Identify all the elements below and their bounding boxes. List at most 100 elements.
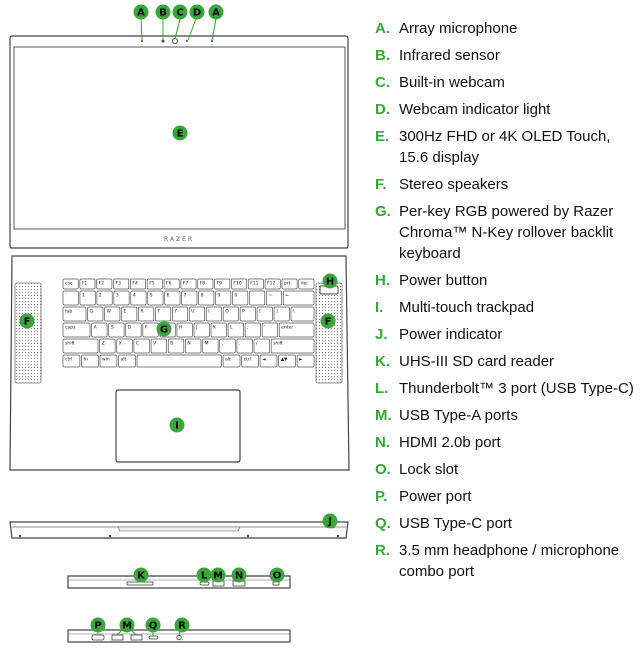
lock-slot[interactable] [272,581,280,586]
keyboard-key[interactable]: F8 [197,278,214,290]
keyboard-key[interactable]: Z [99,338,116,354]
keyboard-key[interactable]: 6 [164,290,181,306]
keyboard-key[interactable]: ← [282,290,315,306]
sd-card-reader[interactable] [126,581,154,586]
keyboard-key[interactable]: fn [81,354,99,368]
keyboard-key[interactable]: V [150,338,167,354]
power-port[interactable] [91,634,105,641]
keyboard-key-label: enter [281,325,293,331]
keyboard-key[interactable]: shift [270,338,315,354]
keyboard-key[interactable]: M [202,338,219,354]
keyboard-key[interactable]: 5 [147,290,164,306]
keyboard-key[interactable]: B [167,338,185,354]
keyboard-key[interactable]: 2 [96,290,113,306]
keyboard-key[interactable]: F4 [130,278,146,290]
keyboard-key[interactable]: E [121,306,138,322]
keyboard-key-label: O [225,309,229,315]
keyboard-key[interactable]: [ [256,306,273,322]
keyboard-key-label: ◄ [262,358,266,363]
keyboard-key[interactable]: H [176,322,193,338]
keyboard-key[interactable]: / [253,338,270,354]
keyboard-key[interactable]: F1 [79,278,96,290]
keyboard-key[interactable]: . [236,338,253,354]
keyboard-key[interactable]: F2 [96,278,113,290]
legend-letter: H. [375,272,390,289]
keyboard-key[interactable]: del [298,278,315,290]
keyboard-key[interactable]: win [99,354,118,368]
keyboard-key[interactable]: tab [62,306,87,322]
keyboard-key[interactable]: F6 [163,278,180,290]
keyboard-key[interactable]: K [210,322,227,338]
keyboard-key[interactable]: F11 [247,278,264,290]
keyboard-key[interactable]: - [249,290,266,306]
keyboard-key-label: F2 [99,281,105,287]
keyboard-key-label: S [111,325,114,331]
keyboard-key[interactable]: alt [222,354,241,368]
keyboard-key[interactable]: X [116,338,133,354]
keyboard-key[interactable]: 8 [198,290,215,306]
callout-d: D [189,4,205,20]
keyboard-key[interactable]: T [155,306,172,322]
keyboard-key[interactable]: 7 [181,290,198,306]
keyboard-key[interactable]: , [219,338,236,354]
keyboard-key[interactable]: F12 [264,278,281,290]
callout-letter: N [235,571,243,582]
keyboard-key[interactable]: N [185,338,202,354]
keyboard-key-label: ▲▼ [281,358,288,363]
keyboard-key[interactable]: shift [62,338,99,354]
keyboard-key[interactable]: F [142,322,159,338]
keyboard-key[interactable]: 9 [215,290,232,306]
keyboard-key[interactable]: esc [62,278,79,290]
usb-a-port-right-2[interactable] [130,634,143,641]
keyboard-key[interactable]: alt [118,354,136,368]
keyboard-key[interactable]: enter [278,322,315,338]
keyboard-key[interactable]: 3 [113,290,130,306]
keyboard-key[interactable]: S [108,322,125,338]
keyboard-key[interactable]: 1 [79,290,96,306]
keyboard-key[interactable]: ◄ [259,354,278,368]
keyboard-key[interactable]: = [266,290,283,306]
keyboard-key[interactable]: \ [290,306,315,322]
keyboard-key[interactable]: U [188,306,205,322]
keyboard-key[interactable]: prt [281,278,298,290]
keyboard-key[interactable]: Y [172,306,189,322]
keyboard-key[interactable]: R [138,306,155,322]
keyboard-key[interactable]: 4 [130,290,147,306]
keyboard-key[interactable]: C [133,338,150,354]
keyboard-key[interactable]: W [104,306,121,322]
keyboard-key[interactable]: ' [261,322,278,338]
keyboard-key[interactable]: ` [62,290,79,306]
keyboard-key[interactable]: F3 [113,278,130,290]
callout-letter: P [94,621,101,632]
keyboard-key-label: prt [284,281,291,287]
keyboard-key[interactable]: ▲▼ [278,354,296,368]
audio-jack[interactable] [176,634,182,641]
keyboard-key[interactable]: 0 [232,290,249,306]
keyboard-key[interactable]: ► [296,354,315,368]
keyboard-key[interactable]: F7 [180,278,197,290]
keyboard-key[interactable]: P [239,306,256,322]
legend-item: D.Webcam indicator light [375,99,637,120]
keyboard-key[interactable]: F10 [231,278,247,290]
keyboard-key[interactable]: D [125,322,142,338]
usb-a-port-right-1[interactable] [111,634,124,641]
keyboard-key[interactable]: A [91,322,108,338]
legend-item: M.USB Type-A ports [375,405,637,426]
keyboard-key[interactable]: ; [244,322,261,338]
usb-c-port[interactable] [148,635,159,640]
keyboard-key[interactable]: caps [62,322,91,338]
keyboard-key[interactable] [136,354,222,368]
keyboard-key[interactable]: F9 [214,278,231,290]
keyboard-key[interactable]: O [222,306,239,322]
keyboard-key-label: ' [264,325,265,331]
keyboard-key[interactable]: ctrl [62,354,81,368]
left-side-view [67,575,291,589]
keyboard-key[interactable]: L [227,322,244,338]
keyboard-key[interactable]: Q [87,306,104,322]
keyboard-key[interactable]: F5 [146,278,163,290]
keyboard-key[interactable]: ctrl [241,354,259,368]
callout-letter: O [273,571,282,582]
keyboard-key[interactable]: I [205,306,222,322]
keyboard-key[interactable]: ] [273,306,290,322]
keyboard-key[interactable]: J [193,322,210,338]
